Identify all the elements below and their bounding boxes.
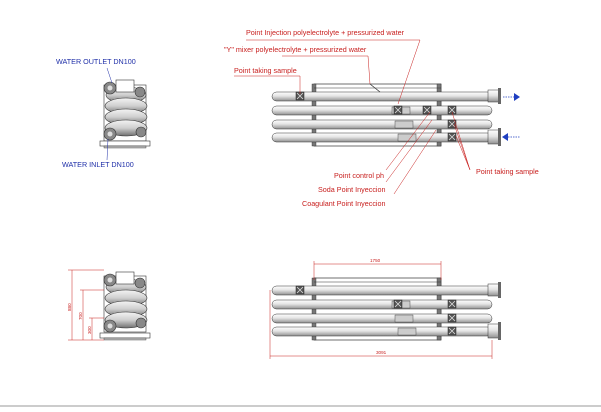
total-height-dimension: 880 [67,303,72,311]
y-mixer [369,83,381,93]
point-sample-top-label: Point taking sample [234,66,297,75]
side-view-top [99,67,151,161]
horizontal-dimension-lines [269,261,493,359]
valve-icon [447,313,457,323]
arrow-left-icon [502,133,520,141]
valve-icon [393,105,403,115]
y-mixer-label: "Y" mixer polyelectrolyte + pressurized … [224,45,367,54]
point-sample-right-label: Point taking sample [476,167,539,176]
point-control-ph-label: Point control ph [334,171,384,180]
arrow-right-icon [503,93,520,101]
valve-icon [393,299,403,309]
coagulant-point-label: Coagulant Point Inyeccion [302,199,386,208]
water-outlet-label: WATER OUTLET DN100 [56,57,136,66]
plan-view-bottom [269,261,501,359]
valve-icon [295,285,305,295]
vertical-dimension-lines [68,269,104,341]
soda-point-label: Soda Point Inyeccion [318,185,386,194]
mid-height-dimension: 700 [78,312,83,320]
leader-lines [234,39,471,195]
valve-icon [422,105,432,115]
valve-icon [447,132,457,142]
point-injection-label: Point Injection polyelectrolyte + pressu… [246,28,405,37]
pipe-row-1 [271,91,493,102]
total-length-dimension: 3091 [376,350,387,355]
water-inlet-label: WATER INLET DN100 [62,160,134,169]
base-height-dimension: 300 [87,326,92,334]
plan-view-top [234,39,520,195]
side-view-bottom [68,269,151,341]
frame-length-dimension: 1750 [370,258,381,263]
pipe-row-2 [271,105,493,116]
valve-icon [447,326,457,336]
pipe-row-3 [271,119,493,130]
valve-icon [447,299,457,309]
